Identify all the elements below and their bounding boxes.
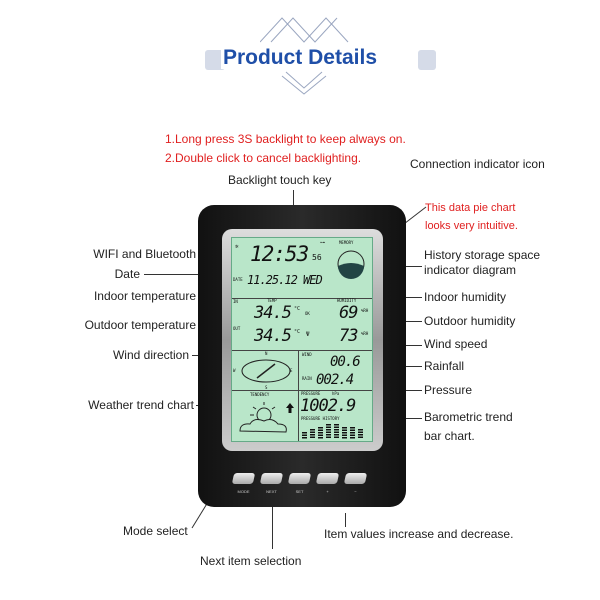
ok-label: OK: [305, 311, 310, 316]
page-title: Product Details: [0, 17, 600, 95]
label-mode: Mode select: [123, 524, 188, 538]
indoor-temp: 34.5: [254, 303, 292, 323]
wind-label: WIND: [302, 352, 312, 357]
time-section: ✲ 12:53 56 ⊶ MEMORY DATE 11.25.12 WED: [232, 238, 372, 299]
title-shadow-left: [205, 50, 225, 70]
pressure-history-bars: [302, 422, 370, 441]
button-label: SET: [295, 489, 304, 494]
history-bar: [318, 426, 323, 439]
label-date: Date: [114, 267, 140, 281]
compass-s: S: [265, 385, 268, 390]
button-mode[interactable]: [231, 473, 256, 484]
button-label: MODE: [237, 489, 250, 494]
unit-rh: %RH: [361, 331, 369, 336]
label-indoor-temp: Indoor temperature: [93, 289, 196, 303]
connection-icon: ⊶: [320, 240, 325, 246]
button-label: NEXT: [266, 489, 277, 494]
label-next: Next item selection: [200, 554, 302, 568]
history-bar: [342, 426, 347, 439]
out-label: OUT: [233, 326, 241, 331]
label-baro-1: Barometric trend: [424, 410, 513, 424]
humidity-label: HUMIDITY: [337, 298, 357, 303]
date-label: DATE: [233, 277, 243, 282]
label-wifi: WIFI and Bluetooth: [93, 247, 196, 261]
history-bar: [310, 429, 315, 439]
wind-rain-section: N E S W WIND 00.6 RAIN 002.4: [232, 351, 372, 391]
compass-n: N: [265, 351, 268, 356]
seconds: 56: [312, 253, 322, 262]
time: 12:53: [250, 242, 309, 266]
label-history-1: History storage space: [424, 248, 541, 262]
note-1: 1.Long press 3S backlight to keep always…: [165, 132, 406, 146]
title-text: Product Details: [220, 46, 380, 69]
rainfall: 002.4: [316, 372, 354, 388]
button-minus[interactable]: [343, 473, 368, 484]
history-bar: [358, 429, 363, 439]
label-plusminus: Item values increase and decrease.: [324, 527, 514, 541]
history-bar: [350, 426, 355, 439]
pressure-unit: hPa: [332, 391, 340, 396]
pressure-history-label: PRESSURE HISTORY: [301, 416, 340, 421]
note-pie-1: This data pie chart: [425, 202, 516, 214]
unit-c: °C: [294, 306, 301, 312]
label-connection: Connection indicator icon: [410, 157, 545, 171]
label-rainfall: Rainfall: [424, 359, 465, 373]
label-wind-dir: Wind direction: [112, 348, 189, 362]
title-shadow-right: [418, 50, 436, 70]
label-indoor-hum: Indoor humidity: [424, 290, 507, 304]
memory-label: MEMORY: [339, 240, 354, 245]
outdoor-humidity: 73: [339, 326, 359, 346]
button-next[interactable]: [259, 473, 284, 484]
title-decoration-icon: [260, 17, 349, 95]
history-pie-icon: [337, 250, 365, 279]
tendency-label: TENDENCY: [250, 392, 270, 397]
unit-rh: %RH: [361, 308, 369, 313]
button-label: −: [354, 489, 357, 494]
history-bar: [302, 431, 307, 439]
compass-e: E: [290, 368, 293, 373]
lcd-screen[interactable]: ✲ 12:53 56 ⊶ MEMORY DATE 11.25.12 WED IN…: [231, 237, 373, 442]
label-baro-2: bar chart.: [424, 429, 475, 443]
pressure: 1002.9: [300, 396, 356, 416]
history-bar: [326, 424, 331, 439]
pressure-section: TENDENCY PRESSURE hPa 1002.9 PRESSURE HI…: [232, 391, 372, 441]
note-2: 2.Double click to cancel backlighting.: [165, 151, 362, 165]
history-bar: [334, 424, 339, 439]
label-trend: Weather trend chart: [88, 398, 194, 412]
date: 11.25.12 WED: [247, 273, 323, 287]
wind-compass-icon: [241, 359, 291, 383]
outdoor-temp: 34.5: [254, 326, 292, 346]
label-history-2: indicator diagram: [424, 263, 517, 277]
note-pie-2: looks very intuitive.: [425, 220, 518, 232]
wind-speed: 00.6: [330, 354, 361, 370]
unit-c: °C: [294, 329, 301, 335]
button-set[interactable]: [287, 473, 312, 484]
wifi-icon: ✲: [235, 243, 239, 250]
weather-trend-icon: [239, 402, 287, 433]
rain-label: RAIN: [302, 376, 312, 381]
in-label: IN: [233, 299, 238, 304]
tendency-up-arrow-icon: [286, 403, 294, 413]
label-wind-speed: Wind speed: [424, 337, 488, 351]
indoor-humidity: 69: [339, 303, 359, 323]
label-outdoor-hum: Outdoor humidity: [424, 314, 516, 328]
label-outdoor-temp: Outdoor temperature: [84, 318, 196, 332]
button-label: +: [326, 489, 329, 494]
temp-humidity-section: IN TEMP HUMIDITY 34.5 °C OK 69 %RH OUT 3…: [232, 299, 372, 351]
temp-label: TEMP: [267, 298, 277, 303]
button-plus[interactable]: [315, 473, 340, 484]
label-backlight: Backlight touch key: [228, 173, 332, 187]
pressure-label: PRESSURE: [301, 391, 321, 396]
compass-w: W: [233, 368, 236, 373]
antenna-icon: Ψ: [306, 331, 310, 338]
label-pressure: Pressure: [424, 383, 473, 397]
